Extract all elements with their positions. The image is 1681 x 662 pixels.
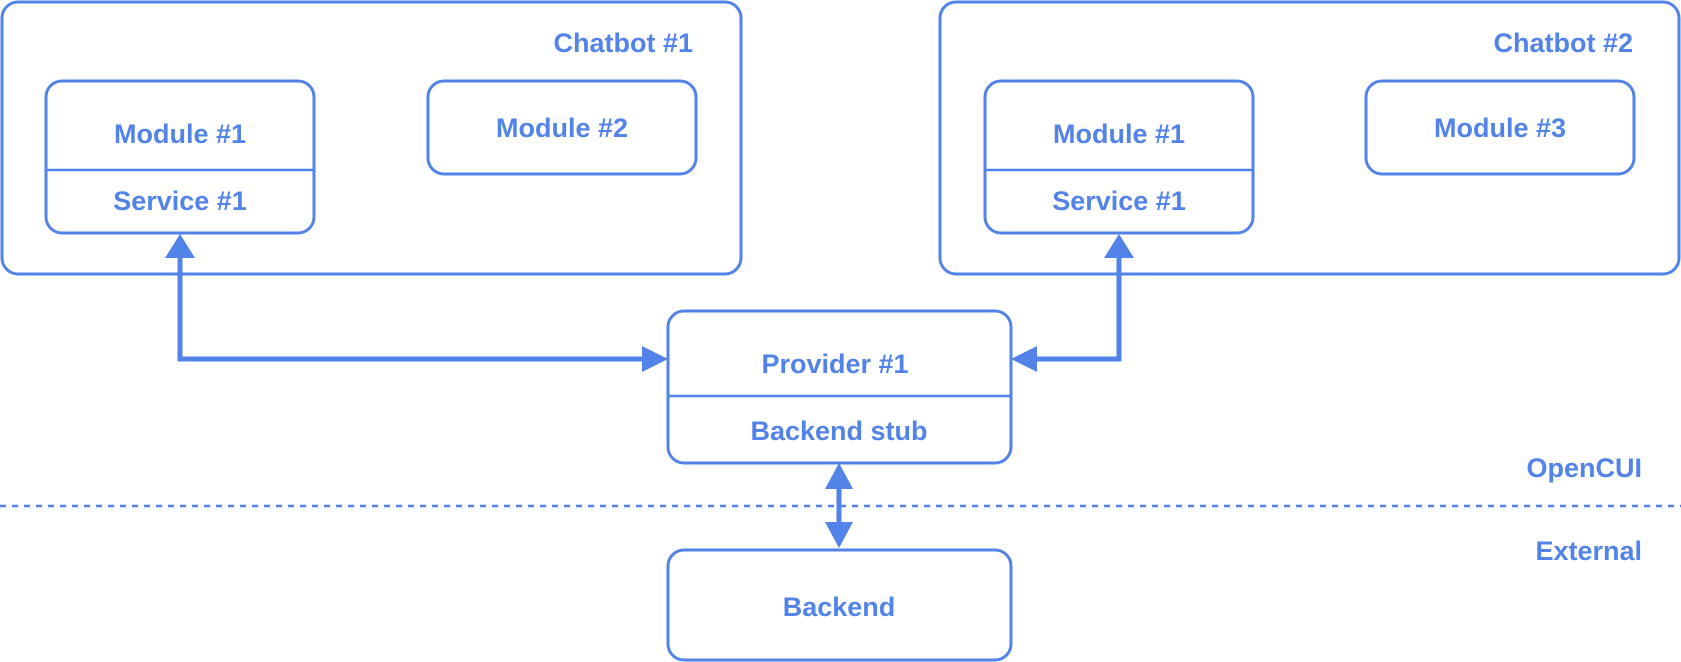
chatbot-1-group: Chatbot #1 Module #1 Service #1 Module #… xyxy=(0,0,743,276)
provider-group: Provider #1 Backend stub xyxy=(666,309,1013,465)
chatbot-2-group: Chatbot #2 Module #1 Service #1 Module #… xyxy=(938,0,1681,276)
backend-stub-label: Backend stub xyxy=(750,416,927,446)
chatbot-1-module-2-title: Module #2 xyxy=(496,113,628,143)
chatbot-1-module-2-box xyxy=(426,79,698,176)
chatbot-2-module-1-box xyxy=(983,79,1255,235)
backend-group: Backend xyxy=(666,548,1013,662)
chatbot-2-module-3-box xyxy=(1364,79,1636,176)
connector-line-left xyxy=(177,255,648,362)
connector-chatbot-1-to-provider xyxy=(165,234,668,372)
connector-provider-to-backend xyxy=(825,463,853,548)
chatbot-2-title: Chatbot #2 xyxy=(1493,28,1633,58)
arrow-right-icon xyxy=(642,346,668,372)
arrow-left-icon xyxy=(1011,346,1037,372)
arrow-up-icon xyxy=(825,463,853,489)
chatbot-1-module-1-title: Module #1 xyxy=(114,119,246,149)
provider-1-box xyxy=(666,309,1013,465)
backend-title: Backend xyxy=(783,592,896,622)
opencui-zone-label: OpenCUI xyxy=(1526,453,1642,483)
provider-1-title: Provider #1 xyxy=(761,349,908,379)
arrow-down-icon xyxy=(825,522,853,548)
external-zone-label: External xyxy=(1535,536,1642,566)
chatbot-2-module-1-title: Module #1 xyxy=(1053,119,1185,149)
chatbot-1-module-1-box xyxy=(44,79,316,235)
connector-chatbot-2-to-provider xyxy=(1011,234,1134,372)
connector-line-right xyxy=(1032,255,1122,362)
backend-box xyxy=(666,548,1013,662)
arrow-up-icon xyxy=(1104,234,1134,258)
arrow-up-icon xyxy=(165,234,195,258)
chatbot-1-title: Chatbot #1 xyxy=(553,28,693,58)
chatbot-2-service-1-label: Service #1 xyxy=(1052,186,1186,216)
chatbot-2-module-3-title: Module #3 xyxy=(1434,113,1566,143)
chatbot-1-service-1-label: Service #1 xyxy=(113,186,247,216)
